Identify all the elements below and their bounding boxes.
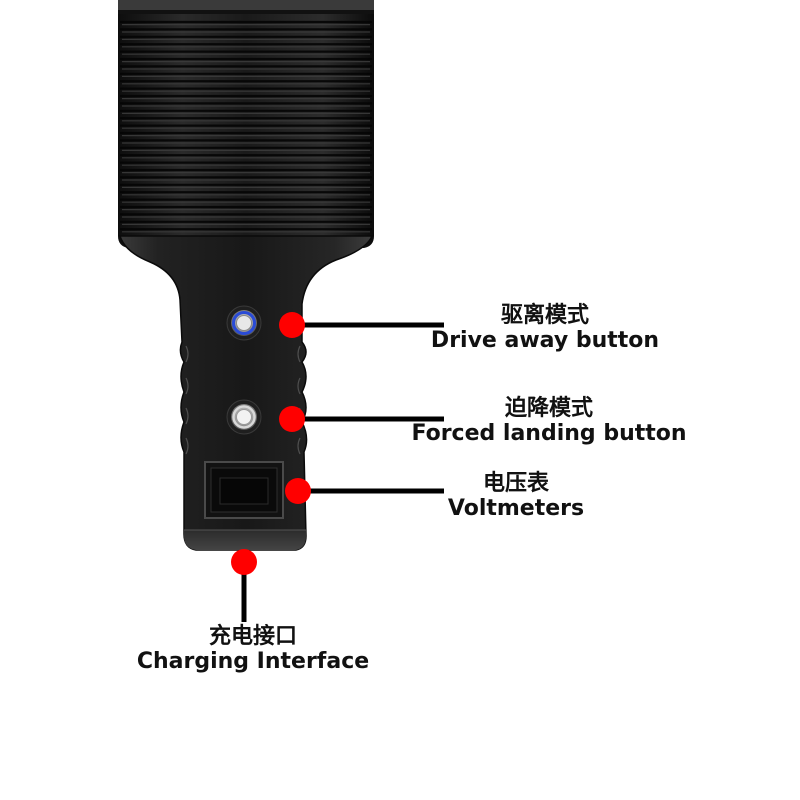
label-voltmeter: 电压表 Voltmeters: [448, 471, 584, 522]
device-bottom-plate: [184, 530, 306, 550]
label-forced-landing-zh: 迫降模式: [504, 396, 594, 421]
label-charging: 充电接口 Charging Interface: [137, 624, 369, 675]
label-voltmeter-en: Voltmeters: [447, 496, 585, 522]
label-charging-en: Charging Interface: [136, 649, 370, 675]
forced-landing-button-icon: [226, 399, 262, 435]
drive-away-button-icon: [226, 305, 262, 341]
callout-markers: [231, 312, 311, 575]
label-voltmeter-zh: 电压表: [482, 471, 550, 496]
marker-drive-away-red-dot-icon: [279, 312, 305, 338]
marker-charging-red-dot-icon: [231, 549, 257, 575]
device-finned-body: [118, 14, 374, 248]
label-drive-away-zh: 驱离模式: [500, 303, 590, 328]
label-drive-away-en: Drive away button: [430, 328, 660, 354]
voltmeter-display-icon: [204, 461, 284, 519]
label-forced-landing-en: Forced landing button: [411, 421, 687, 447]
marker-voltmeter-red-dot-icon: [285, 478, 311, 504]
marker-forced-landing-red-dot-icon: [279, 406, 305, 432]
label-drive-away: 驱离模式 Drive away button: [431, 303, 659, 354]
label-forced-landing: 迫降模式 Forced landing button: [411, 396, 686, 447]
label-charging-zh: 充电接口: [208, 624, 297, 649]
